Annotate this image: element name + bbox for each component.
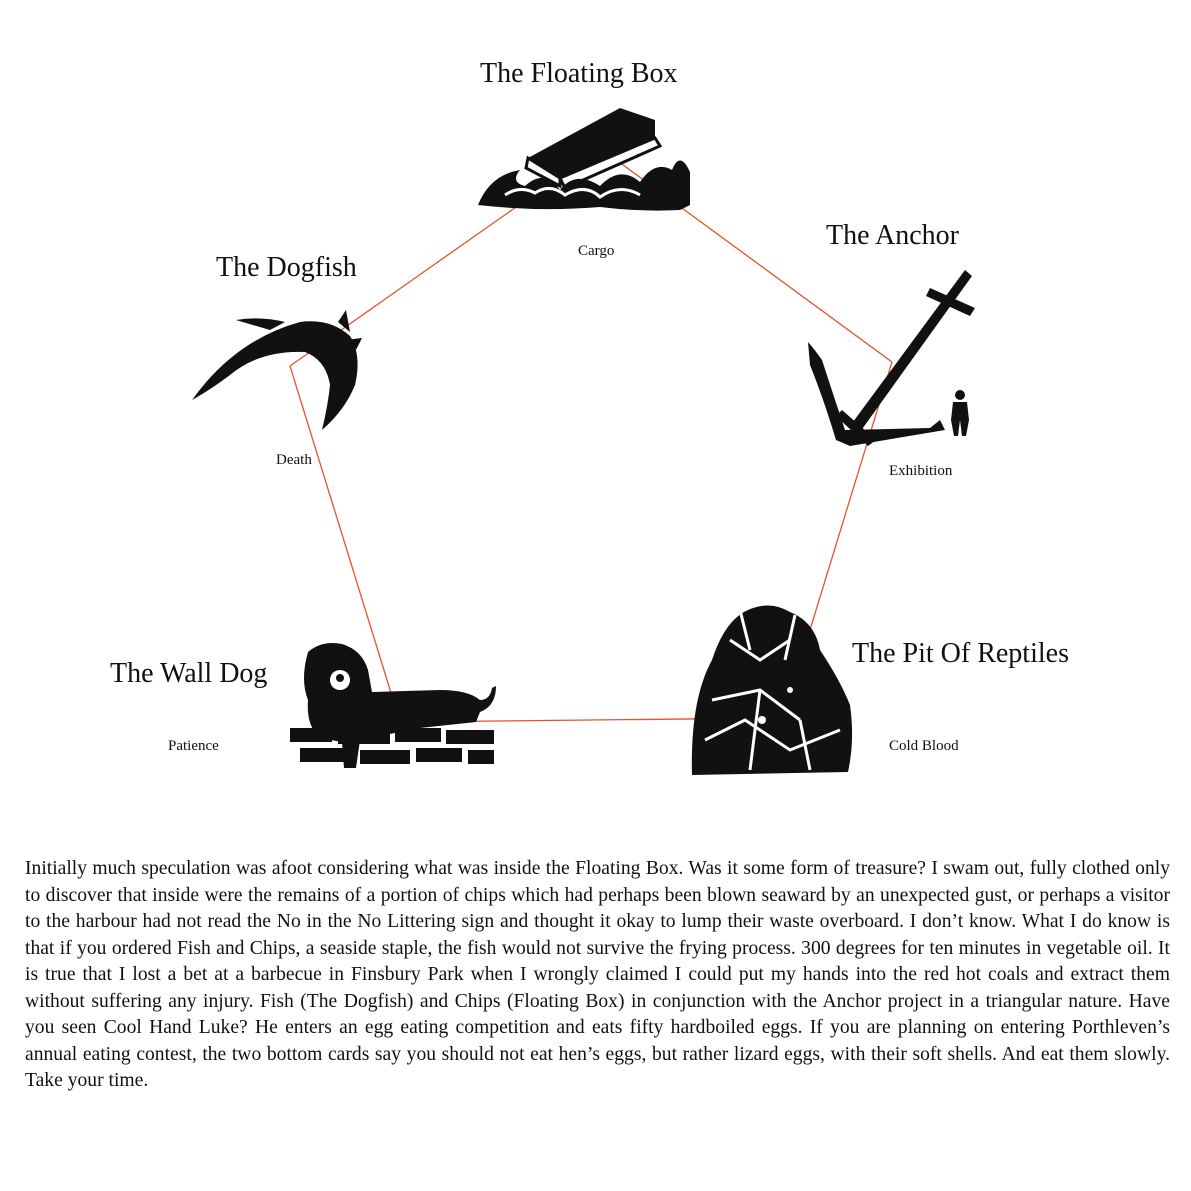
node-title-floating-box: The Floating Box — [480, 58, 678, 89]
dogfish-icon — [192, 310, 362, 430]
boat-on-waves-icon — [478, 108, 690, 211]
pentagon-diagram: The Floating Box The Anchor The Pit Of R… — [110, 58, 1069, 775]
diagram-canvas — [192, 108, 975, 775]
node-label-cargo: Cargo — [578, 243, 615, 259]
node-title-wall-dog: The Wall Dog — [110, 658, 268, 689]
node-label-cold-blood: Cold Blood — [889, 738, 959, 754]
anchor-with-figure-icon — [808, 270, 975, 446]
edge-walldog-dogfish — [289, 365, 401, 723]
node-label-exhibition: Exhibition — [889, 463, 953, 479]
node-label-patience: Patience — [168, 738, 219, 754]
node-title-pit-of-reptiles: The Pit Of Reptiles — [852, 638, 1069, 669]
reptile-pile-icon — [691, 605, 853, 775]
node-title-anchor: The Anchor — [826, 220, 959, 251]
dog-on-wall-icon — [290, 643, 496, 768]
body-paragraph: Initially much speculation was afoot con… — [25, 858, 1170, 1091]
node-label-death: Death — [276, 452, 312, 468]
node-title-dogfish: The Dogfish — [216, 252, 357, 283]
